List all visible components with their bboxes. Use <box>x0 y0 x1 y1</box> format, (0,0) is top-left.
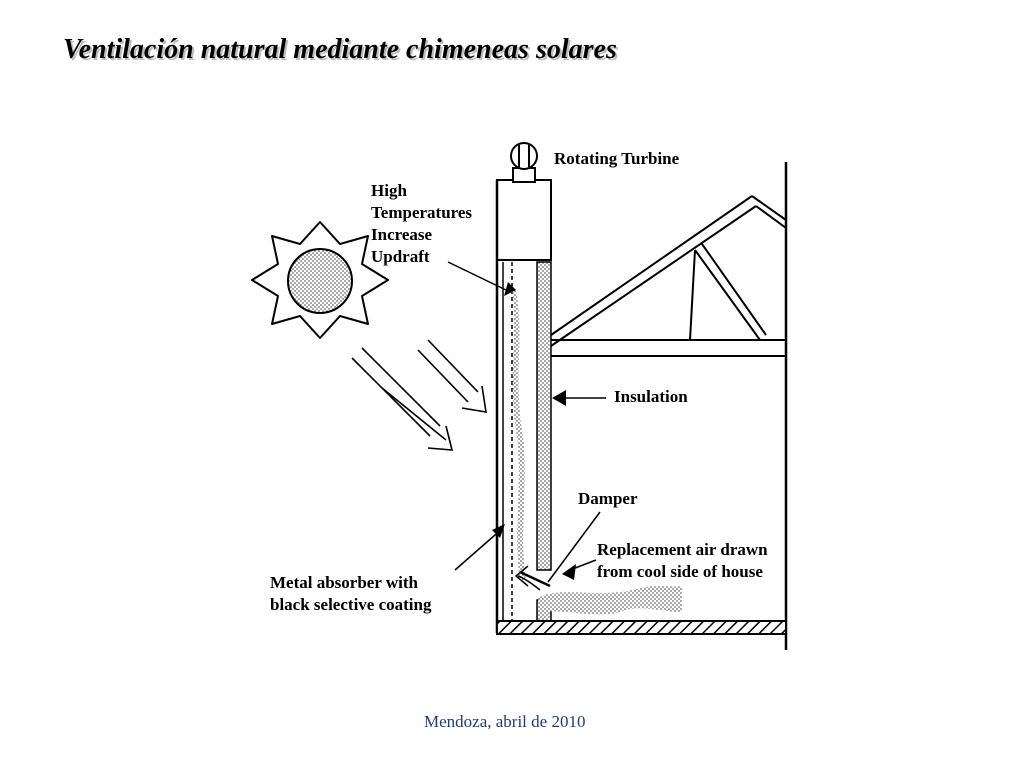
leader-lines <box>447 261 606 583</box>
rotating-turbine-icon <box>510 142 538 183</box>
air-inlet-arrow <box>514 565 541 591</box>
pointer-heads <box>492 282 576 580</box>
footer-text: Mendoza, abril de 2010 <box>424 712 586 731</box>
sun-rays <box>351 339 487 451</box>
house-structure <box>550 162 788 650</box>
label-replacement-air: Replacement air drawn from cool side of … <box>597 540 772 581</box>
label-damper: Damper <box>578 489 638 508</box>
sun-icon <box>251 221 389 339</box>
label-metal-absorber: Metal absorber with black selective coat… <box>270 573 432 614</box>
chimney <box>495 179 552 633</box>
replacement-air-flow <box>538 586 682 615</box>
slide-title: Ventilación natural mediante chimeneas s… <box>63 34 617 65</box>
floor <box>496 620 787 635</box>
label-rotating-turbine: Rotating Turbine <box>554 149 680 168</box>
label-insulation: Insulation <box>614 387 688 406</box>
label-high-temperatures: High Temperatures Increase Updraft <box>371 181 476 266</box>
